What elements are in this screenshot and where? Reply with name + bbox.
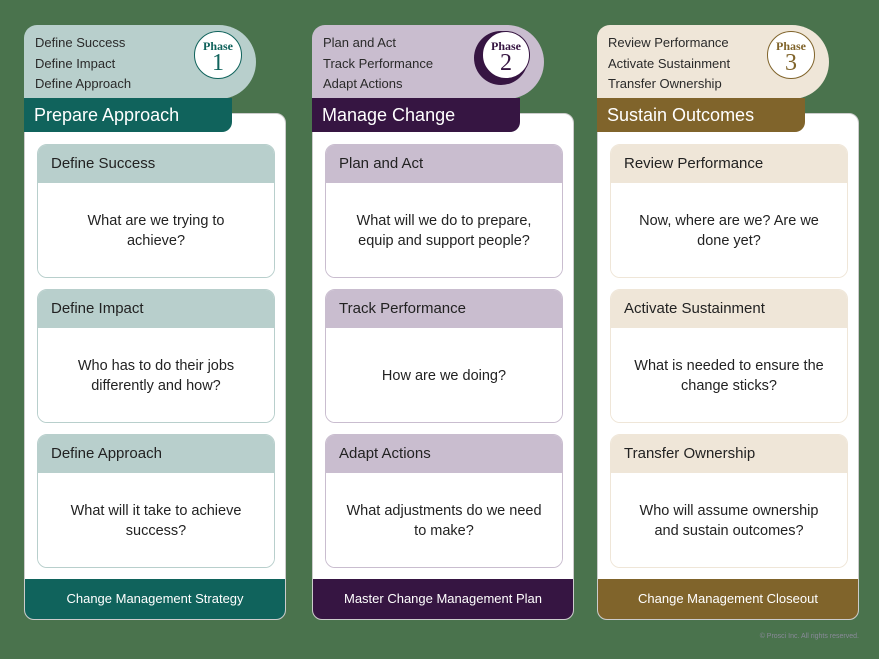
phase-deliverable: Change Management Closeout	[598, 579, 858, 619]
step-question: What will it take to achieve success?	[38, 473, 274, 567]
step-card: Adapt Actions What adjustments do we nee…	[325, 434, 563, 568]
phase-badge-icon: Phase 3	[767, 31, 815, 79]
step-heading: Transfer Ownership	[611, 435, 847, 473]
phase-badge-icon: Phase 1	[194, 31, 242, 79]
copyright-text: © Prosci Inc. All rights reserved.	[759, 633, 859, 640]
phase-title: Sustain Outcomes	[597, 98, 805, 132]
step-card: Define Impact Who has to do their jobs d…	[37, 289, 275, 423]
phase-card: Plan and Act What will we do to prepare,…	[312, 113, 574, 620]
tab-item: Track Performance	[323, 55, 434, 71]
tab-item: Transfer Ownership	[608, 76, 722, 91]
phase-label: Phase	[203, 39, 233, 53]
step-question: How are we doing?	[326, 328, 562, 422]
step-card: Transfer Ownership Who will assume owner…	[610, 434, 848, 568]
phase-number: 2	[500, 50, 512, 76]
tab-item: Define Impact	[35, 55, 116, 71]
step-card: Define Success What are we trying to ach…	[37, 144, 275, 278]
step-heading: Define Approach	[38, 435, 274, 473]
phase-badge-icon: Phase 2	[482, 31, 530, 79]
phase-deliverable: Change Management Strategy	[25, 579, 285, 619]
step-question: What are we trying to achieve?	[38, 183, 274, 277]
phase-number: 1	[212, 50, 224, 76]
tab-item: Define Success	[35, 35, 126, 50]
step-card: Review Performance Now, where are we? Ar…	[610, 144, 848, 278]
step-card: Track Performance How are we doing?	[325, 289, 563, 423]
phase-card: Review Performance Now, where are we? Ar…	[597, 113, 859, 620]
tab-item: Plan and Act	[323, 35, 396, 50]
phase-deliverable: Master Change Management Plan	[313, 579, 573, 619]
phase-title: Prepare Approach	[24, 98, 232, 132]
step-heading: Adapt Actions	[326, 435, 562, 473]
step-question: What adjustments do we need to make?	[326, 473, 562, 567]
step-question: Who has to do their jobs differently and…	[38, 328, 274, 422]
step-question: What will we do to prepare, equip and su…	[326, 183, 562, 277]
step-heading: Define Impact	[38, 290, 274, 328]
step-card: Define Approach What will it take to ach…	[37, 434, 275, 568]
step-question: Who will assume ownership and sustain ou…	[611, 473, 847, 567]
tab-item: Define Approach	[35, 76, 132, 91]
step-question: What is needed to ensure the change stic…	[611, 328, 847, 422]
step-heading: Plan and Act	[326, 145, 562, 183]
phase-title: Manage Change	[312, 98, 520, 132]
phase-card: Define Success What are we trying to ach…	[24, 113, 286, 620]
tab-item: Review Performance	[608, 35, 729, 50]
phase-label: Phase	[491, 39, 521, 53]
phase-label: Phase	[776, 39, 806, 53]
step-heading: Track Performance	[326, 290, 562, 328]
step-heading: Define Success	[38, 145, 274, 183]
step-heading: Activate Sustainment	[611, 290, 847, 328]
step-heading: Review Performance	[611, 145, 847, 183]
step-question: Now, where are we? Are we done yet?	[611, 183, 847, 277]
tab-item: Adapt Actions	[323, 76, 403, 91]
step-card: Activate Sustainment What is needed to e…	[610, 289, 848, 423]
phase-number: 3	[785, 50, 797, 76]
tab-item: Activate Sustainment	[608, 55, 731, 71]
step-card: Plan and Act What will we do to prepare,…	[325, 144, 563, 278]
